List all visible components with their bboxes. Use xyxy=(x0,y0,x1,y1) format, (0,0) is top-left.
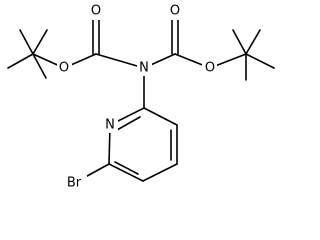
bonds xyxy=(7,11,275,182)
bond xyxy=(32,29,48,55)
bond xyxy=(95,53,145,69)
bond xyxy=(245,29,261,55)
atom-label-bromine: Br xyxy=(67,176,82,191)
bond xyxy=(114,161,139,175)
atom-label-n-pyridine: N xyxy=(105,118,115,133)
bond xyxy=(32,53,47,79)
bond xyxy=(7,53,34,69)
bond xyxy=(245,53,275,69)
bond xyxy=(116,116,141,131)
atom-label-o-carbonyl-right: O xyxy=(170,4,180,19)
atom-label-n-imide: N xyxy=(139,61,149,76)
structure-diagram: O O O O N N Br xyxy=(7,4,275,191)
bond xyxy=(232,29,247,55)
bond xyxy=(143,107,178,126)
bond xyxy=(19,29,34,55)
bond xyxy=(142,163,178,182)
atom-label-o-ester-left: O xyxy=(59,61,69,76)
bond xyxy=(108,163,144,182)
atom-label-o-ester-right: O xyxy=(205,61,215,76)
atom-label-o-carbonyl-left: O xyxy=(91,4,101,19)
atom-labels: O O O O N N Br xyxy=(57,4,217,191)
